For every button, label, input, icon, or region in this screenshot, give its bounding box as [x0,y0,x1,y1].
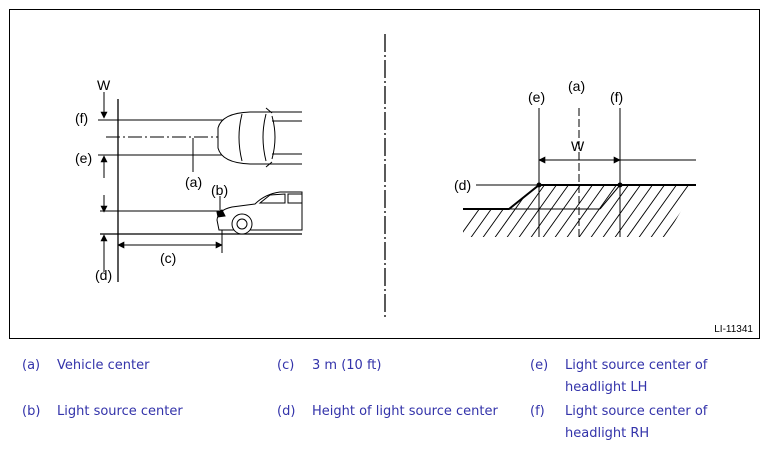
callout-b-left: (b) [211,182,228,198]
callout-f-left: (f) [75,110,88,126]
callout-a-right: (a) [568,78,585,94]
legend-key: (a) [22,358,41,373]
car-top-view [217,107,302,168]
diagram-figure: W (f) (e) (a) (b) (c) (d) [9,9,760,339]
callout-d-left: (d) [95,267,112,283]
legend-text: Vehicle center [57,358,150,373]
ground-hatch [463,185,696,237]
legend-text: Height of light source center [312,404,498,419]
car-side-view [216,191,303,235]
callout-w-left: W [97,77,111,93]
legend-text: Light source center of headlight LH [565,358,708,395]
legend-key: (e) [530,358,549,373]
cutoff-slope-right [599,184,621,210]
figure-id: LI-11341 [714,324,753,335]
legend-text: Light source center of headlight RH [565,404,708,441]
legend-key: (c) [277,358,295,373]
callout-w-right: W [571,138,585,154]
callout-d-right: (d) [454,177,471,193]
legend: (a) Vehicle center (b) Light source cent… [0,355,770,451]
callout-e-right: (e) [528,89,545,105]
point-e [536,182,542,188]
callout-f-right: (f) [610,89,623,105]
callout-a-left: (a) [185,174,202,190]
headlight-aiming-diagram: W (f) (e) (a) (b) (c) (d) [75,34,696,320]
callout-e-left: (e) [75,150,92,166]
legend-text: Light source center [57,404,183,419]
legend-key: (d) [277,404,296,419]
legend-key: (b) [22,404,41,419]
legend-text: 3 m (10 ft) [312,358,382,373]
callout-c-left: (c) [160,250,176,266]
point-f [617,182,623,188]
legend-key: (f) [530,404,545,419]
